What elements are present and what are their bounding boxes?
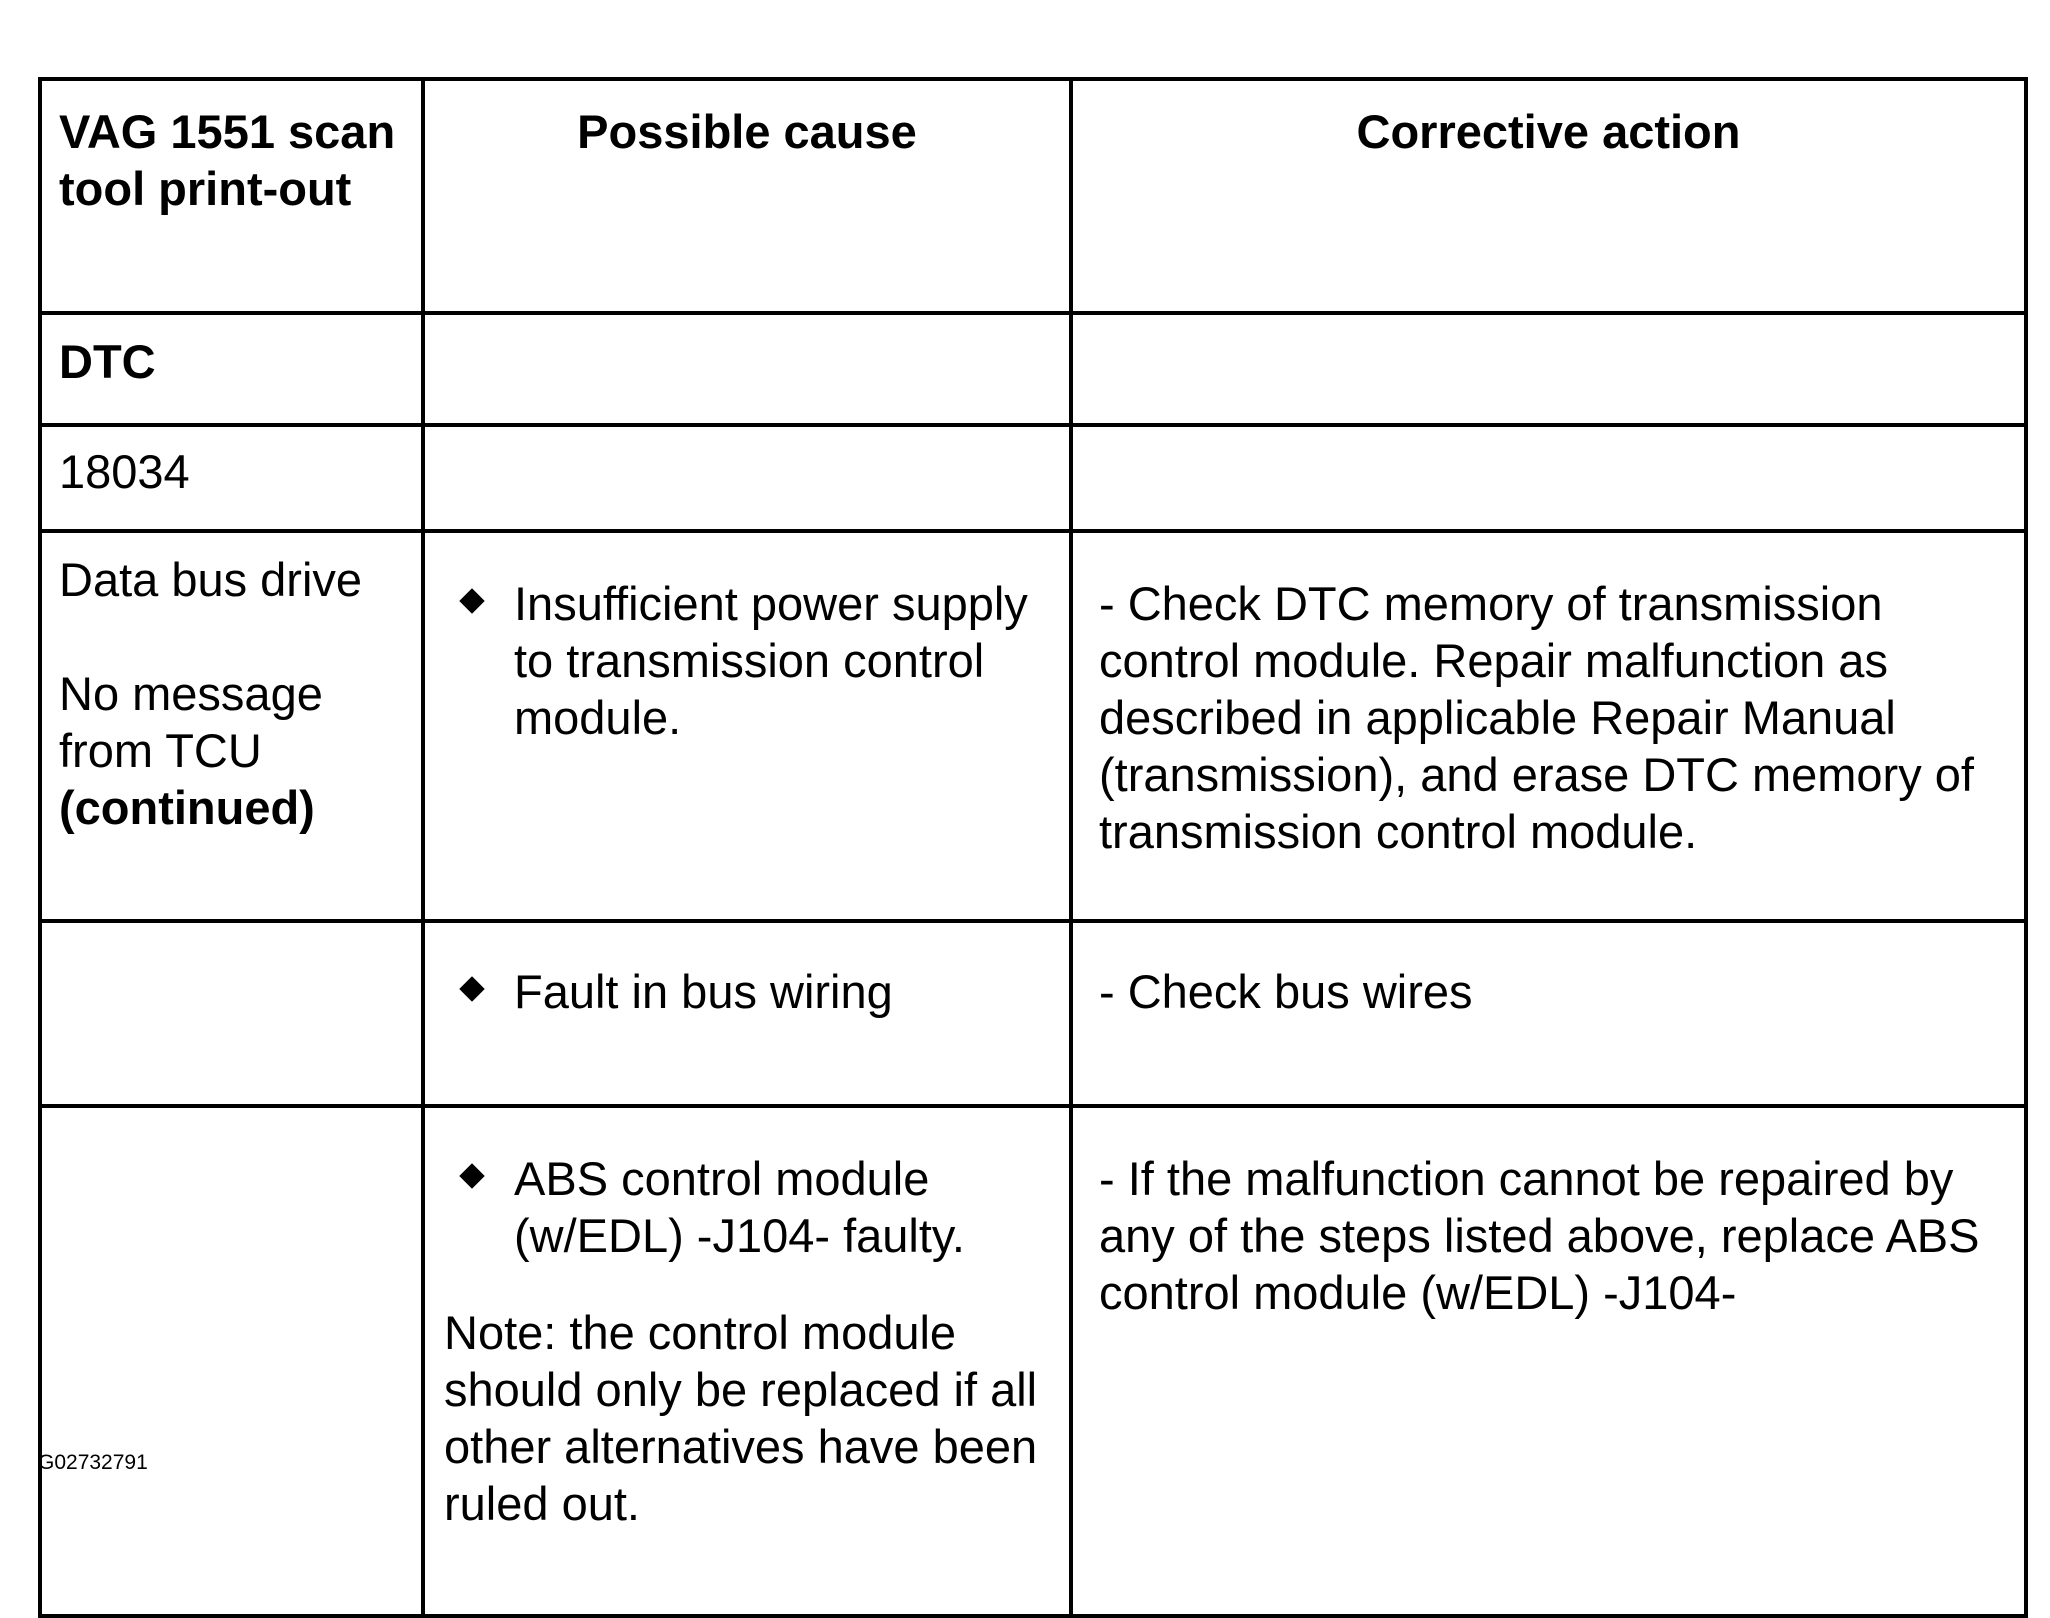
- fault-line-continued: (continued): [59, 781, 315, 834]
- fault-line-data-bus-drive: Data bus drive: [59, 553, 363, 606]
- possible-cause-cell: Insufficient power supply to transmissio…: [421, 529, 1073, 923]
- empty-cell: [1069, 311, 2028, 427]
- empty-cell: [1069, 423, 2028, 533]
- possible-cause-cell: ABS control module (w/EDL) -J104- faulty…: [421, 1104, 1073, 1618]
- diagnostic-table: VAG 1551 scan tool print-out Possible ca…: [38, 77, 2028, 1618]
- diamond-bullet-icon: [459, 588, 485, 614]
- empty-cell: [38, 1104, 425, 1618]
- spacer: [59, 608, 407, 665]
- corrective-action-text: - Check bus wires: [1069, 919, 2028, 1108]
- cause-item: Insufficient power supply to transmissio…: [425, 575, 1069, 746]
- empty-cell: [38, 919, 425, 1108]
- header-row: VAG 1551 scan tool print-out Possible ca…: [38, 77, 2028, 315]
- table-row: Fault in bus wiring - Check bus wires: [38, 919, 2028, 1108]
- empty-cell: [421, 423, 1073, 533]
- cause-text: ABS control module (w/EDL) -J104- faulty…: [514, 1152, 965, 1262]
- figure-id: G02732791: [38, 1451, 148, 1474]
- fault-line-no-message: No message from TCU: [59, 667, 323, 777]
- header-corrective-action: Corrective action: [1069, 77, 2028, 315]
- dtc-code-row: 18034: [38, 423, 2028, 533]
- header-scan-tool-printout: VAG 1551 scan tool print-out: [38, 77, 425, 315]
- dtc-label: DTC: [38, 311, 425, 427]
- diamond-bullet-icon: [459, 976, 485, 1002]
- header-possible-cause: Possible cause: [421, 77, 1073, 315]
- cause-text: Fault in bus wiring: [514, 965, 893, 1018]
- fault-description: Data bus drive No message from TCU (cont…: [38, 529, 425, 923]
- corrective-action-text: - If the malfunction cannot be repaired …: [1069, 1104, 2028, 1618]
- corrective-action-text: - Check DTC memory of transmission contr…: [1069, 529, 2028, 923]
- dtc-label-row: DTC: [38, 311, 2028, 427]
- table-row: ABS control module (w/EDL) -J104- faulty…: [38, 1104, 2028, 1618]
- diamond-bullet-icon: [459, 1163, 485, 1189]
- cause-item: ABS control module (w/EDL) -J104- faulty…: [425, 1150, 1069, 1264]
- cause-text: Insufficient power supply to transmissio…: [514, 577, 1028, 744]
- replacement-note: Note: the control module should only be …: [444, 1306, 1038, 1530]
- dtc-code: 18034: [38, 423, 425, 533]
- cause-item: Fault in bus wiring: [425, 963, 1069, 1020]
- empty-cell: [421, 311, 1073, 427]
- table-row: Data bus drive No message from TCU (cont…: [38, 529, 2028, 923]
- possible-cause-cell: Fault in bus wiring: [421, 919, 1073, 1108]
